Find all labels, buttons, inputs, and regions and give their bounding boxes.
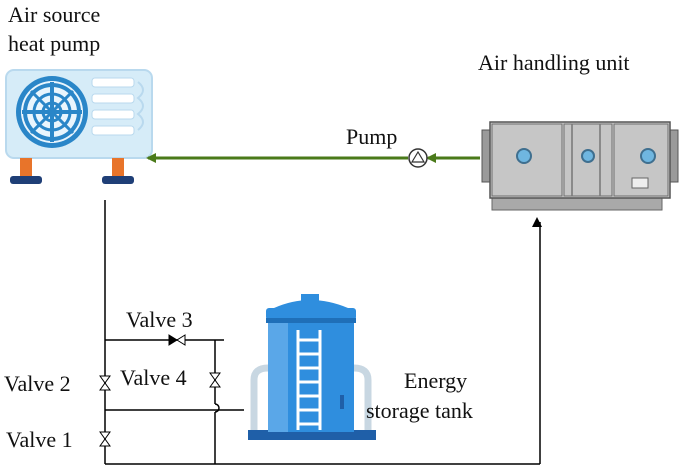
heat-pump-label-line1: Air source bbox=[8, 2, 100, 27]
tank-label-line2: storage tank bbox=[366, 398, 473, 423]
valve1-label: Valve 1 bbox=[6, 427, 73, 452]
valve4-label: Valve 4 bbox=[120, 365, 187, 390]
tank-label-line1: Energy bbox=[404, 368, 467, 393]
ahu-label: Air handling unit bbox=[478, 50, 630, 75]
valve2-icon bbox=[99, 375, 111, 391]
air-handling-unit-icon bbox=[481, 121, 679, 211]
valve3-label: Valve 3 bbox=[126, 307, 193, 332]
heat-pump-icon bbox=[5, 69, 153, 184]
valve1-icon bbox=[99, 431, 111, 447]
pump-icon bbox=[408, 148, 428, 168]
pipe-network bbox=[104, 200, 542, 465]
heat-pump-label-line2: heat pump bbox=[8, 31, 100, 56]
pump-label: Pump bbox=[346, 124, 397, 149]
valve4-icon bbox=[209, 372, 221, 388]
valve3-icon bbox=[168, 334, 186, 346]
energy-storage-tank-icon bbox=[248, 294, 376, 440]
valve2-label: Valve 2 bbox=[4, 371, 71, 396]
